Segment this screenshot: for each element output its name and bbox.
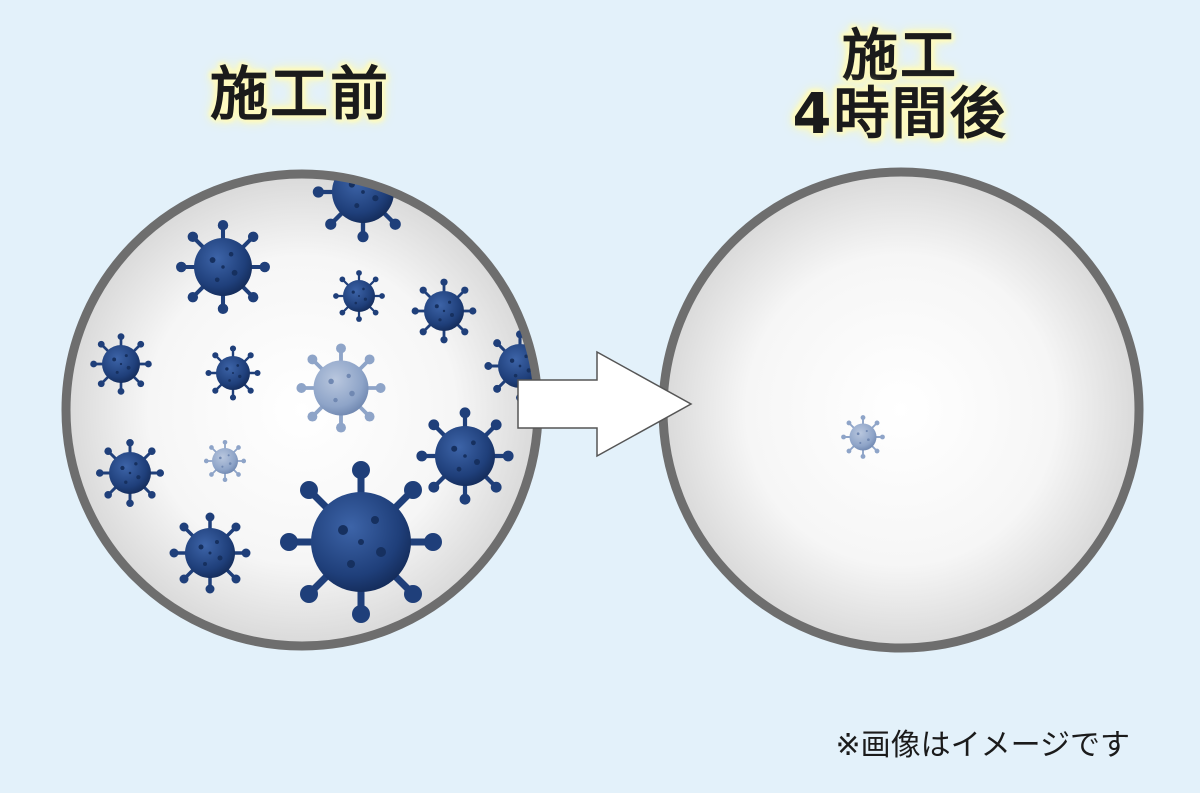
virus-icon	[94, 437, 166, 509]
after-label: 施工 4時間後	[730, 28, 1070, 144]
image-note: ※画像はイメージです	[835, 728, 1130, 763]
before-label: 施工前	[150, 58, 450, 130]
virus-icon	[294, 341, 388, 435]
virus-icon	[416, 407, 513, 504]
virus-icon	[410, 277, 478, 345]
virus-icon	[176, 220, 270, 314]
virus-icon	[840, 414, 886, 460]
before-dish	[61, 169, 543, 651]
virus-icon	[280, 461, 442, 623]
virus-icon	[331, 268, 387, 324]
virus-icon	[88, 331, 154, 397]
after-label-line2: 4時間後	[792, 82, 1008, 147]
virus-icon	[204, 344, 262, 402]
before-label-text: 施工前	[209, 60, 390, 128]
virus-icon	[203, 439, 247, 483]
after-dish	[658, 167, 1144, 653]
virus-icon	[167, 510, 253, 596]
after-label-line1: 施工	[842, 24, 958, 89]
right-arrow-icon	[517, 350, 693, 458]
